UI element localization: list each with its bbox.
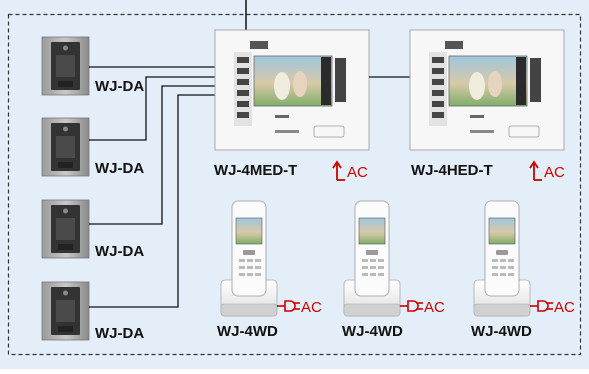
handset-3 — [473, 200, 531, 317]
sub-master-power-label: AC — [544, 164, 565, 181]
door-station-1 — [41, 36, 90, 96]
door-station-3 — [41, 199, 90, 259]
master-station — [214, 29, 370, 151]
handset-1-power-label: AC — [301, 299, 322, 316]
handset-1 — [220, 200, 278, 317]
handset-2 — [343, 200, 401, 317]
door-station-wiring — [89, 66, 215, 308]
handset-3-plug-icon — [530, 300, 553, 312]
master-power-icon — [332, 160, 345, 181]
door-station-2 — [41, 117, 90, 177]
handset-label-3: WJ-4WD — [471, 323, 532, 340]
master-station-label: WJ-4MED-T — [214, 162, 297, 179]
door-station-label-2: WJ-DA — [95, 160, 144, 177]
sub-master-station — [409, 29, 565, 151]
handset-label-1: WJ-4WD — [217, 323, 278, 340]
handset-1-plug-icon — [277, 300, 300, 312]
handset-label-2: WJ-4WD — [342, 323, 403, 340]
system-boundary — [7, 13, 582, 356]
master-power-label: AC — [347, 164, 368, 181]
sub-master-power-icon — [529, 160, 542, 181]
door-station-label-4: WJ-DA — [95, 325, 144, 342]
handset-2-power-label: AC — [424, 299, 445, 316]
handset-3-power-label: AC — [554, 299, 575, 316]
door-station-label-3: WJ-DA — [95, 243, 144, 260]
handset-2-plug-icon — [400, 300, 423, 312]
sub-master-station-label: WJ-4HED-T — [411, 162, 493, 179]
door-station-label-1: WJ-DA — [95, 78, 144, 95]
door-station-4 — [41, 281, 90, 341]
